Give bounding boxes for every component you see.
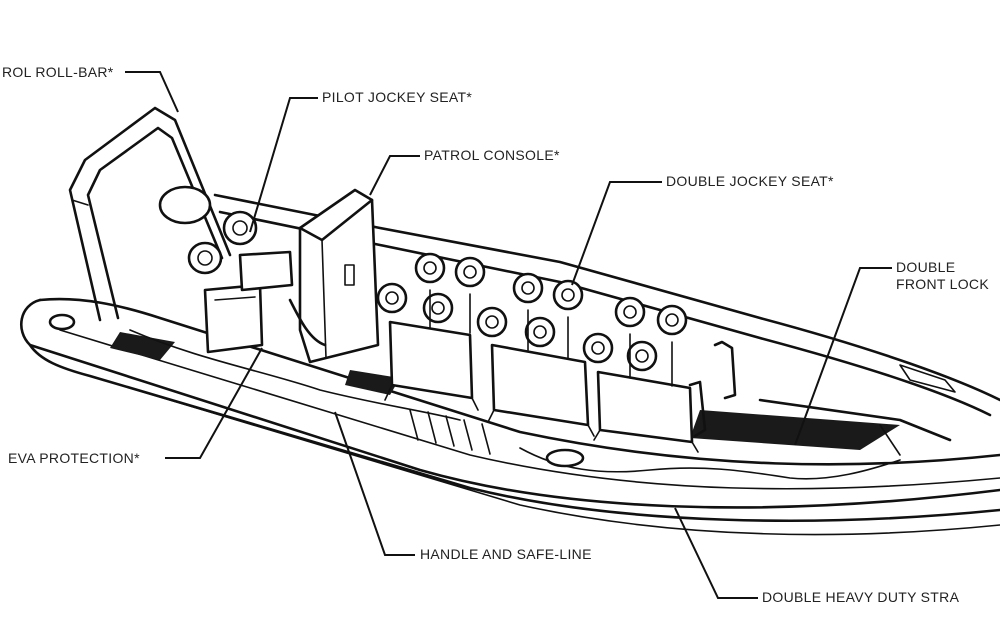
callout-eva-protection: EVA PROTECTION* <box>8 450 140 466</box>
callout-handle-safe-line: HANDLE AND SAFE-LINE <box>420 546 592 562</box>
callout-patrol-console: PATROL CONSOLE* <box>424 147 560 163</box>
patrol-console <box>288 188 380 364</box>
leader-lines <box>125 71 892 599</box>
inflatable-tube <box>20 297 1000 536</box>
callout-roll-bar: ROL ROLL-BAR* <box>2 64 114 80</box>
callout-double-front-line1: DOUBLE <box>896 259 956 275</box>
callout-heavy-duty-straps: DOUBLE HEAVY DUTY STRA <box>762 589 960 605</box>
roll-bar <box>68 106 232 322</box>
pilot-seat <box>203 250 294 354</box>
roll-bar-domes <box>158 185 258 275</box>
far-tube <box>213 193 1000 417</box>
callout-double-front-line2: FRONT LOCK <box>896 276 989 292</box>
front-locker <box>758 398 952 456</box>
callout-double-jockey-seat: DOUBLE JOCKEY SEAT* <box>666 173 834 189</box>
safe-line <box>129 329 901 480</box>
callout-pilot-seat: PILOT JOCKEY SEAT* <box>322 89 473 105</box>
jockey-seats <box>376 252 737 453</box>
deck-floor <box>110 332 900 450</box>
